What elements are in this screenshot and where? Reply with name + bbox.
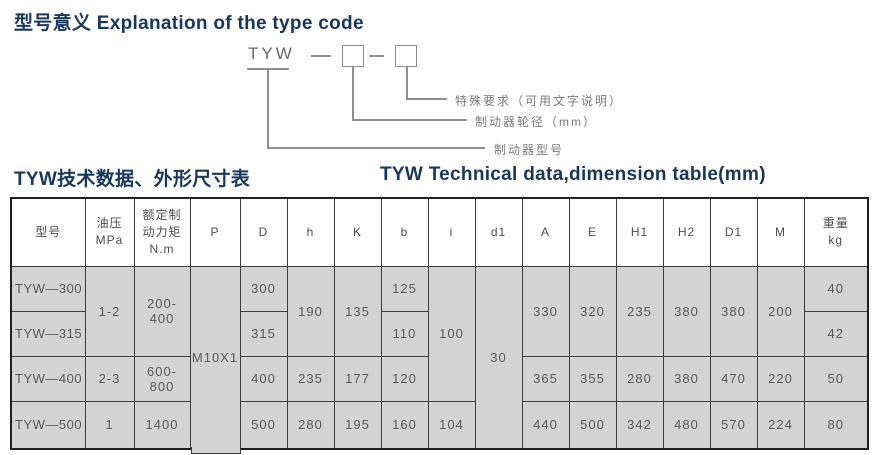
table-heading-zh: TYW技术数据、外形尺寸表 (14, 169, 251, 190)
cell-i: 100 (427, 265, 476, 402)
table-row: TYW—315 315 110 42 (10, 310, 869, 357)
cell-torque: 200-400 (133, 265, 191, 357)
cell-H2: 480 (662, 400, 711, 450)
cell-model: TYW—400 (10, 355, 86, 402)
cell-i: 104 (427, 400, 476, 450)
label-brake-model: 制动器型号 (494, 143, 565, 157)
col-header-A: A (521, 197, 570, 267)
cell-b: 160 (380, 400, 429, 450)
table-row: TYW—500 1 1400 500 280 195 160 104 440 5… (10, 400, 869, 450)
col-header-torque: 额定制 动力矩 N.m (133, 197, 191, 267)
cell-A: 330 (521, 265, 570, 357)
col-header-E: E (568, 197, 617, 267)
col-header-D1: D1 (709, 197, 758, 267)
col-header-M: M (756, 197, 805, 267)
table-heading-en: TYW Technical data,dimension table(mm) (380, 164, 766, 185)
cell-D1: 470 (709, 355, 758, 402)
table-row: TYW—400 2-3 600-800 400 235 177 120 365 … (10, 355, 869, 402)
cell-H1: 235 (615, 265, 664, 357)
underline (247, 68, 289, 70)
connector-line (406, 67, 408, 99)
cell-h: 190 (286, 265, 335, 357)
cell-E: 355 (568, 355, 617, 402)
cell-model: TYW—500 (10, 400, 86, 450)
header-row: 型号 油压 MPa 额定制 动力矩 N.m P D h K b i d1 A E… (10, 197, 869, 267)
cell-M: 220 (756, 355, 805, 402)
cell-A: 365 (521, 355, 570, 402)
connector-line (267, 69, 269, 148)
cell-E: 500 (568, 400, 617, 450)
cell-D1: 380 (709, 265, 758, 357)
cell-oil-pressure: 1 (84, 400, 135, 450)
cell-model: TYW—315 (10, 310, 86, 357)
cell-H1: 280 (615, 355, 664, 402)
cell-H2: 380 (662, 265, 711, 357)
cell-E: 320 (568, 265, 617, 357)
col-header-model: 型号 (10, 197, 86, 267)
cell-b: 125 (380, 265, 429, 312)
col-header-d1: d1 (474, 197, 523, 267)
cell-model: TYW—300 (10, 265, 86, 312)
cell-D: 500 (239, 400, 288, 450)
cell-D1: 570 (709, 400, 758, 450)
cell-M: 224 (756, 400, 805, 450)
col-header-weight: 重量 kg (803, 197, 869, 267)
cell-K: 195 (333, 400, 382, 450)
spec-table: 型号 油压 MPa 额定制 动力矩 N.m P D h K b i d1 A E… (10, 197, 869, 450)
cell-h: 280 (286, 400, 335, 450)
type-code-box-diameter (342, 45, 364, 67)
col-header-H1: H1 (615, 197, 664, 267)
cell-H1: 342 (615, 400, 664, 450)
cell-H2: 380 (662, 355, 711, 402)
cell-weight: 50 (803, 355, 869, 402)
table-row: TYW—300 1-2 200-400 M10X1 300 190 135 12… (10, 265, 869, 450)
cell-D: 315 (239, 310, 288, 357)
cell-h: 235 (286, 355, 335, 402)
cell-b: 120 (380, 355, 429, 402)
cell-D: 400 (239, 355, 288, 402)
p-column-overhang (191, 447, 241, 454)
connector-line (352, 119, 467, 121)
cell-oil-pressure: 2-3 (84, 355, 135, 402)
cell-K: 135 (333, 265, 382, 357)
connector-line (352, 67, 354, 120)
type-code-heading: 型号意义 Explanation of the type code (14, 13, 364, 34)
cell-P: M10X1 (189, 265, 241, 450)
cell-torque: 600-800 (133, 355, 191, 402)
cell-oil-pressure: 1-2 (84, 265, 135, 357)
cell-weight: 80 (803, 400, 869, 450)
type-code-text: TYW (248, 44, 295, 63)
connector-line (406, 98, 447, 100)
col-header-b: b (380, 197, 429, 267)
label-special-requirement: 特殊要求（可用文字说明） (455, 94, 624, 108)
col-header-h: h (286, 197, 335, 267)
label-wheel-diameter: 制动器轮径（mm） (475, 115, 597, 129)
col-header-i: i (427, 197, 476, 267)
cell-K: 177 (333, 355, 382, 402)
dash (311, 55, 331, 57)
cell-weight: 42 (803, 310, 869, 357)
cell-torque: 1400 (133, 400, 191, 450)
col-header-P: P (189, 197, 241, 267)
col-header-K: K (333, 197, 382, 267)
connector-line (267, 147, 485, 149)
cell-d1: 30 (474, 265, 523, 450)
type-code-box-special (395, 45, 417, 67)
cell-weight: 40 (803, 265, 869, 312)
cell-D: 300 (239, 265, 288, 312)
cell-A: 440 (521, 400, 570, 450)
dash (369, 55, 384, 57)
col-header-H2: H2 (662, 197, 711, 267)
col-header-D: D (239, 197, 288, 267)
cell-M: 200 (756, 265, 805, 357)
cell-b: 110 (380, 310, 429, 357)
col-header-oil-pressure: 油压 MPa (84, 197, 135, 267)
